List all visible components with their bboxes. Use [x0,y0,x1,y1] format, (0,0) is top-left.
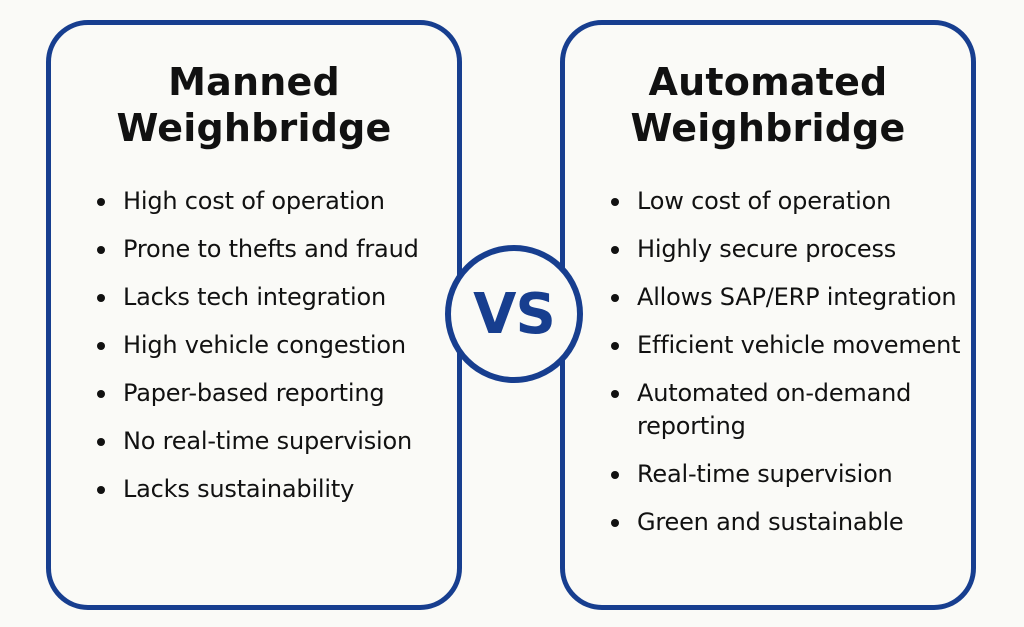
list-item: Lacks sustainability [95,473,457,506]
bullet-icon [611,342,619,350]
list-item: Automated on-demand reporting [609,377,937,443]
list-item: High vehicle congestion [95,329,457,362]
list-item: Allows SAP/ERP integration [609,281,971,314]
item-text: High cost of operation [123,187,385,215]
list-item: Green and sustainable [609,506,971,539]
item-text: Lacks sustainability [123,475,355,503]
automated-weighbridge-card: Automated Weighbridge Low cost of operat… [560,20,976,610]
bullet-icon [97,390,105,398]
item-text: Low cost of operation [637,187,892,215]
bullet-icon [97,342,105,350]
bullet-icon [611,519,619,527]
item-text: Allows SAP/ERP integration [637,283,957,311]
bullet-icon [611,471,619,479]
bullet-icon [97,246,105,254]
card-title: Automated Weighbridge [565,59,971,151]
list-item: High cost of operation [95,185,457,218]
bullet-icon [611,246,619,254]
title-line-2: Weighbridge [630,106,906,150]
bullet-icon [97,438,105,446]
bullet-icon [97,294,105,302]
item-text: Real-time supervision [637,460,893,488]
list-item: No real-time supervision [95,425,457,458]
item-text: Highly secure process [637,235,897,263]
bullet-icon [97,198,105,206]
list-item: Paper-based reporting [95,377,457,410]
list-item: Efficient vehicle movement [609,329,971,362]
list-item: Prone to thefts and fraud [95,233,457,266]
manned-feature-list: High cost of operation Prone to thefts a… [95,185,457,506]
title-line-2: Weighbridge [116,106,392,150]
item-text: No real-time supervision [123,427,412,455]
list-item: Real-time supervision [609,458,971,491]
list-item: Lacks tech integration [95,281,457,314]
item-text: Automated on-demand reporting [637,379,912,440]
bullet-icon [611,294,619,302]
vs-badge: VS [445,245,583,383]
item-text: Paper-based reporting [123,379,385,407]
bullet-icon [611,198,619,206]
item-text: Efficient vehicle movement [637,331,961,359]
list-item: Highly secure process [609,233,971,266]
automated-feature-list: Low cost of operation Highly secure proc… [609,185,971,539]
card-title: Manned Weighbridge [51,59,457,151]
bullet-icon [611,390,619,398]
bullet-icon [97,486,105,494]
item-text: Prone to thefts and fraud [123,235,419,263]
manned-weighbridge-card: Manned Weighbridge High cost of operatio… [46,20,462,610]
title-line-1: Automated [648,60,888,104]
item-text: Green and sustainable [637,508,904,536]
item-text: Lacks tech integration [123,283,386,311]
item-text: High vehicle congestion [123,331,406,359]
list-item: Low cost of operation [609,185,971,218]
vs-label: VS [473,281,556,347]
title-line-1: Manned [168,60,340,104]
